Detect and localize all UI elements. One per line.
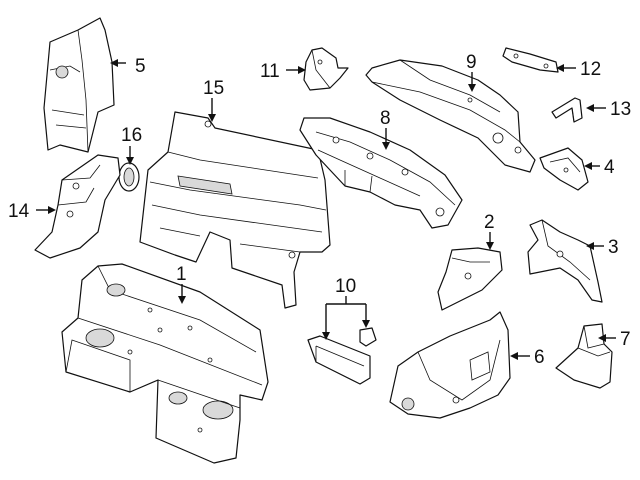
callout-10: 10 <box>335 276 356 297</box>
arrowhead-13 <box>586 104 594 112</box>
callout-1: 1 <box>176 264 187 285</box>
part-3 <box>527 219 603 303</box>
arrowhead-8 <box>382 142 390 150</box>
part-16 <box>118 162 140 192</box>
callout-12: 12 <box>580 59 601 80</box>
callout-7: 7 <box>620 329 631 350</box>
part-13 <box>551 97 583 123</box>
part-11 <box>303 47 349 91</box>
arrowhead-2 <box>486 242 494 250</box>
callout-8: 8 <box>380 108 391 129</box>
part-10 <box>307 327 377 385</box>
part-14 <box>34 154 121 259</box>
part-8 <box>299 117 463 229</box>
part-5 <box>43 17 115 153</box>
arrowhead-3 <box>586 242 594 250</box>
callout-4: 4 <box>604 157 615 178</box>
part-15 <box>139 111 331 309</box>
arrowhead-5 <box>110 59 118 67</box>
callout-15: 15 <box>203 78 224 99</box>
callout-14: 14 <box>8 201 30 222</box>
callout-11: 11 <box>260 61 280 82</box>
callout-5: 5 <box>135 56 146 77</box>
arrowhead-14 <box>48 206 56 214</box>
arrowhead-9 <box>468 84 476 92</box>
part-12 <box>502 47 559 73</box>
arrowhead-11 <box>298 66 306 74</box>
part-7 <box>555 323 613 389</box>
callout-9: 9 <box>466 52 477 73</box>
arrowhead-10a <box>322 332 330 340</box>
callout-6: 6 <box>534 347 545 368</box>
arrowhead-1 <box>178 296 186 304</box>
part-2 <box>437 247 503 311</box>
callout-labels: 5 16 14 15 1 11 9 12 13 8 4 3 2 6 7 10 <box>8 52 631 368</box>
part-1 <box>61 263 269 464</box>
part-9 <box>365 59 536 173</box>
arrowhead-7 <box>598 334 606 342</box>
callout-3: 3 <box>608 237 619 258</box>
arrowhead-6 <box>510 352 518 360</box>
arrowhead-4 <box>584 162 592 170</box>
callout-2: 2 <box>484 212 495 233</box>
arrowhead-15 <box>208 114 216 122</box>
arrowhead-10b <box>362 320 370 328</box>
arrowhead-16 <box>126 157 134 165</box>
arrowhead-12 <box>556 64 564 72</box>
part-6 <box>389 311 511 419</box>
leader-lines <box>36 59 616 360</box>
callout-16: 16 <box>121 125 142 146</box>
part-4 <box>539 147 589 191</box>
callout-13: 13 <box>610 99 631 120</box>
